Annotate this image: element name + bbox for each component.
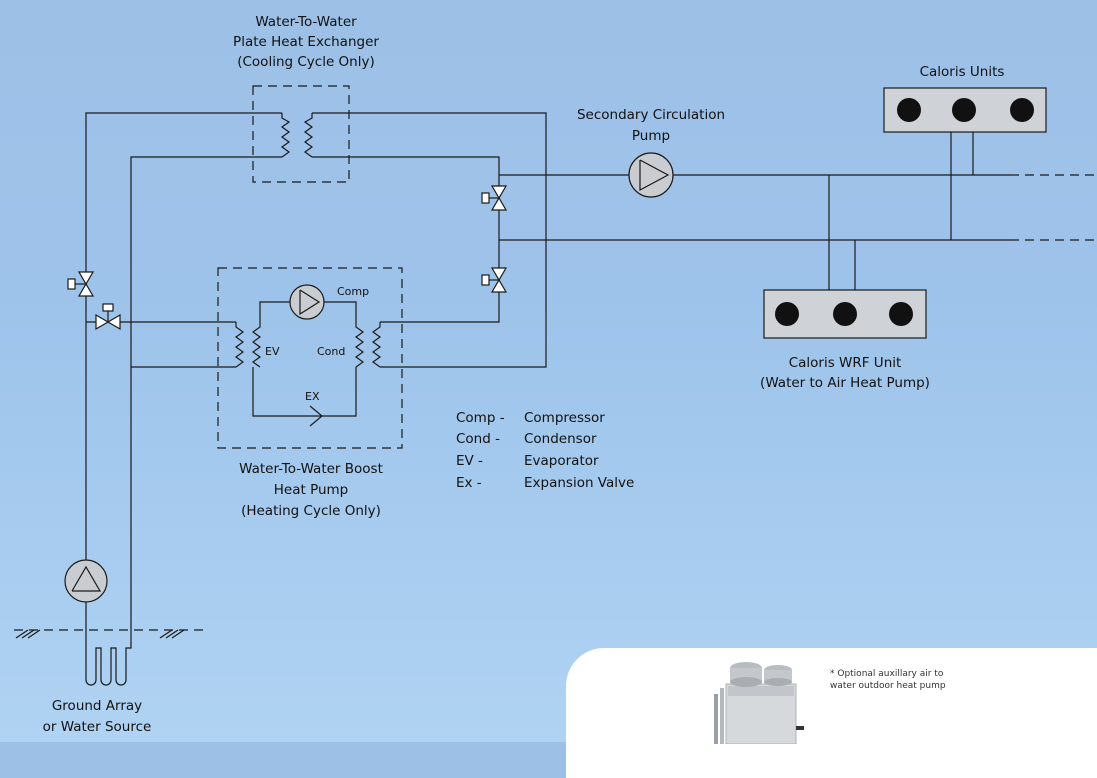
legend-abbr: Comp - <box>456 410 505 426</box>
piping <box>86 113 1097 635</box>
fan-icon <box>897 98 921 122</box>
secondary-pump-label-1: Secondary Circulation <box>577 107 725 123</box>
compressor-icon <box>290 285 324 319</box>
abbreviation-legend: Comp - Compressor Cond - Condensor EV - … <box>456 410 634 491</box>
valve-icon <box>482 186 506 210</box>
fan-icon <box>775 302 799 326</box>
legend-desc: Condensor <box>524 431 597 447</box>
plate-hx-boundary <box>253 86 349 182</box>
cond-label: Cond <box>317 345 345 358</box>
boost-hp-label-1: Water-To-Water Boost <box>239 461 383 477</box>
boost-hp-label-2: Heat Pump <box>274 482 349 498</box>
fan-icon <box>1010 98 1034 122</box>
fan-icon <box>889 302 913 326</box>
legend-desc: Compressor <box>524 410 605 426</box>
ev-label: EV <box>265 345 280 358</box>
system-schematic: Water-To-Water Plate Heat Exchanger (Coo… <box>0 0 1097 742</box>
ground-loop-pump-icon <box>65 560 107 602</box>
caloris-units-box <box>884 88 1046 132</box>
wrf-unit-label-2: (Water to Air Heat Pump) <box>760 375 930 391</box>
condenser-icon <box>356 322 380 367</box>
legend-abbr: Ex - <box>456 475 482 491</box>
wrf-unit-label-1: Caloris WRF Unit <box>789 355 902 371</box>
auxiliary-note: * Optional auxillary air to water outdoo… <box>830 668 970 692</box>
caloris-units-label: Caloris Units <box>920 64 1005 80</box>
fan-icon <box>952 98 976 122</box>
evaporator-icon <box>236 322 260 367</box>
auxiliary-heat-pump-panel: * Optional auxillary air to water outdoo… <box>566 648 1097 778</box>
refrigerant-loop <box>253 302 356 426</box>
legend-abbr: EV - <box>456 453 483 469</box>
plate-hx-label-2: Plate Heat Exchanger <box>233 34 379 50</box>
secondary-pump-label-2: Pump <box>632 128 670 144</box>
plate-hx-label-1: Water-To-Water <box>255 14 357 30</box>
comp-label: Comp <box>337 285 369 298</box>
plate-heat-exchanger-icon <box>282 113 312 157</box>
three-way-valve-icon <box>96 304 120 329</box>
ex-label: EX <box>305 390 320 403</box>
fan-icon <box>833 302 857 326</box>
ground-array-loops-icon <box>86 635 131 685</box>
valve-icon <box>68 272 93 296</box>
ground-label-2: or Water Source <box>43 719 152 735</box>
ground-line <box>14 630 206 638</box>
ground-label-1: Ground Array <box>52 698 142 714</box>
secondary-pump-icon <box>629 153 673 197</box>
wrf-unit-box <box>764 290 926 338</box>
legend-desc: Evaporator <box>524 453 599 469</box>
boost-hp-label-3: (Heating Cycle Only) <box>241 503 381 519</box>
valve-icon <box>482 268 506 292</box>
source-return-pipe <box>131 157 282 635</box>
legend-desc: Expansion Valve <box>524 475 634 491</box>
plate-hx-label-3: (Cooling Cycle Only) <box>237 54 375 70</box>
outdoor-heat-pump-image <box>696 654 816 744</box>
legend-abbr: Cond - <box>456 431 500 447</box>
